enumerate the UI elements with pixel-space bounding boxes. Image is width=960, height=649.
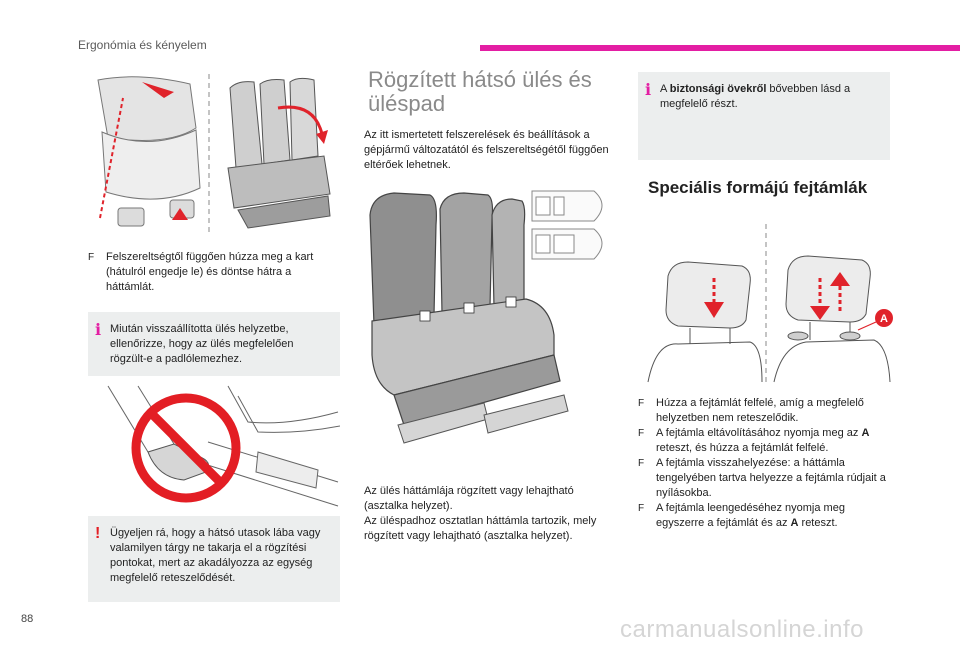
headrest-adjust-illustration: A	[638, 222, 894, 386]
bullet-icon: F	[638, 398, 645, 409]
section-header: Ergonómia és kényelem	[78, 38, 207, 52]
floor-obstruction-illustration	[88, 382, 340, 512]
seatbelt-link-text: biztonsági övekről	[669, 83, 767, 95]
left-bullet-list: F Felszereltségtől függően húzza meg a k…	[88, 250, 338, 295]
callout-a-badge	[875, 309, 893, 327]
list-item: F Felszereltségtől függően húzza meg a k…	[88, 251, 314, 293]
header-accent-bar	[480, 45, 960, 51]
bullet-icon: F	[88, 252, 95, 263]
list-item: F A fejtámla visszahelyezése: a háttámla…	[638, 457, 886, 499]
info-note-seat-locked: i Miután visszaállította ülés helyzetbe,…	[88, 312, 340, 376]
headrest-bullet-list: F Húzza a fejtámlát felfelé, amíg a megf…	[638, 396, 896, 531]
info-icon: i	[645, 80, 652, 99]
info-icon: i	[95, 320, 102, 339]
info-note-seatbelts: i A biztonsági övekről bővebben lásd a m…	[638, 72, 890, 160]
bullet-icon: F	[638, 458, 645, 469]
seatback-paragraph: Az ülés háttámlája rögzített vagy lehajt…	[364, 485, 597, 542]
callout-a-label: A	[880, 313, 888, 325]
bullet-icon: F	[638, 503, 645, 514]
page-number: 88	[21, 613, 34, 625]
warning-note-anchor-points: ! Ügyeljen rá, hogy a hátsó utasok lába …	[88, 516, 340, 602]
fixed-rear-bench-illustration	[364, 185, 614, 465]
list-item: F A fejtámla leengedéséhez nyomja meg eg…	[638, 502, 845, 529]
section-title-fixed-rear-seat: Rögzített hátsó ülés és üléspad	[368, 67, 592, 116]
bullet-icon: F	[638, 428, 645, 439]
section-title-headrests: Speciális formájú fejtámlák	[648, 178, 868, 197]
watermark: carmanualsonline.info	[620, 616, 864, 643]
list-item: F Húzza a fejtámlát felfelé, amíg a megf…	[638, 397, 864, 424]
warning-icon: !	[95, 525, 101, 542]
seat-fold-illustration	[78, 68, 340, 238]
intro-paragraph: Az itt ismertetett felszerelések és beál…	[364, 129, 609, 171]
list-item: F A fejtámla eltávolításához nyomja meg …	[638, 427, 870, 454]
